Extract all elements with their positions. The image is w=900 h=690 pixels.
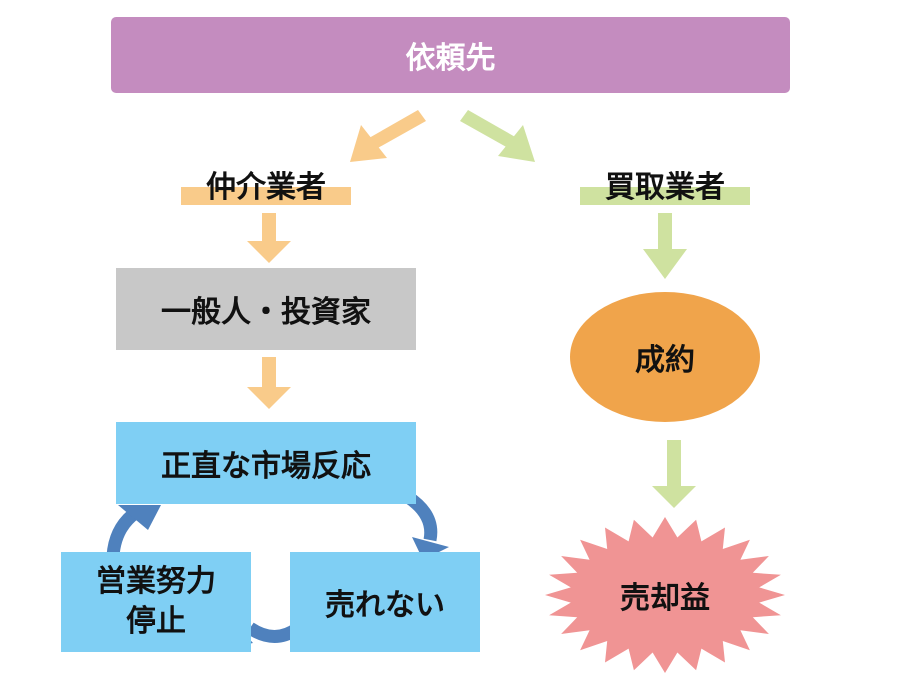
unsold-label: 売れない [325, 588, 445, 623]
market-reaction-box: 正直な市場反応 [116, 422, 416, 504]
deal-ellipse: 成約 [570, 292, 760, 422]
sales-stop-line1: 営業努力 [96, 563, 216, 599]
buyer-title: 買取業者 [605, 170, 725, 205]
profit-starburst [545, 517, 785, 673]
buyer-highlight [580, 187, 750, 205]
arrow-to-buyer [460, 110, 535, 162]
cycle-arrow-stop-to-market [106, 507, 140, 557]
market-reaction-label: 正直な市場反応 [161, 449, 371, 484]
profit-box: 売却益 [545, 520, 785, 670]
sales-stop-line2: 停止 [126, 604, 186, 639]
arrow-public-to-market [247, 357, 291, 409]
broker-title: 仲介業者 [206, 170, 326, 205]
client-box: 依頼先 [111, 17, 790, 93]
arrow-to-broker [350, 110, 426, 162]
cycle-arrowhead-3 [118, 505, 161, 530]
unsold-box: 売れない [290, 552, 480, 652]
arrow-deal-to-profit [652, 440, 696, 508]
profit-label: 売却益 [620, 581, 710, 616]
broker-highlight [181, 187, 351, 205]
arrow-buyer-to-deal [643, 213, 687, 279]
public-investor-label: 一般人・投資家 [161, 295, 371, 330]
deal-label: 成約 [635, 343, 695, 378]
client-label: 依頼先 [405, 41, 496, 76]
sales-stop-box: 営業努力 停止 [61, 552, 251, 652]
public-investor-box: 一般人・投資家 [116, 268, 416, 350]
arrow-broker-to-public [247, 213, 291, 263]
